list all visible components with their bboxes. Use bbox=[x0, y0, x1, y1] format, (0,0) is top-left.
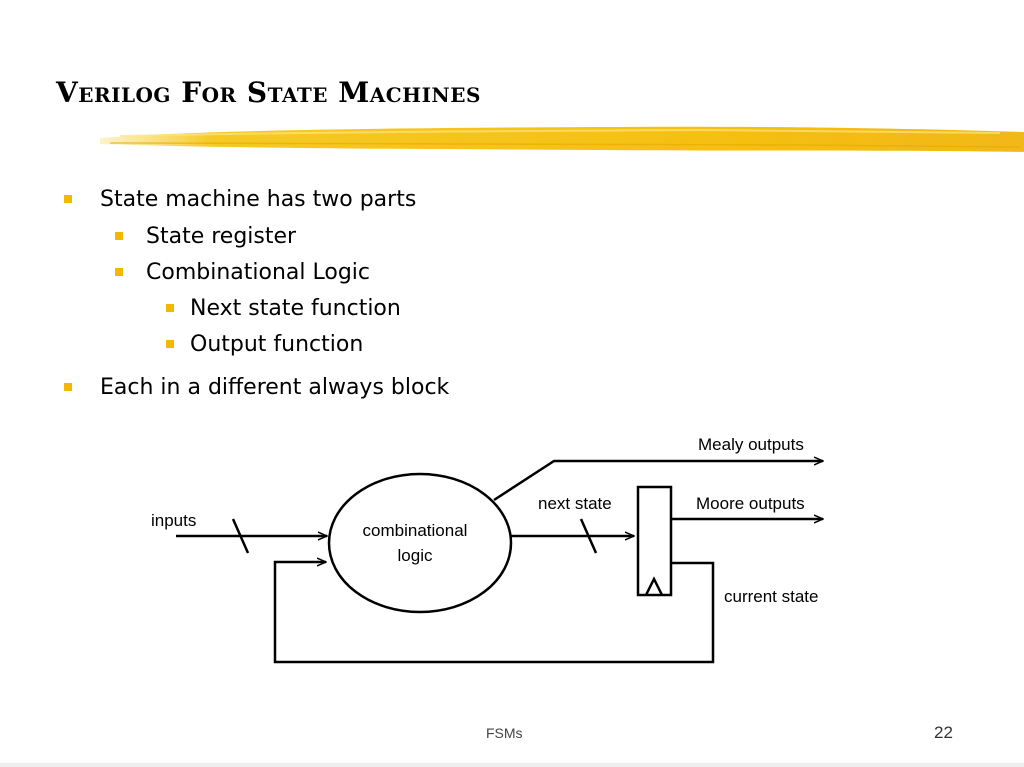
inputs-label: inputs bbox=[151, 511, 197, 530]
current-state-feedback-wire bbox=[273, 562, 715, 664]
bullet-text: Each in a different always block bbox=[100, 375, 450, 400]
bullet-marker bbox=[64, 383, 72, 391]
bullet-item: Output function bbox=[166, 331, 364, 359]
mealy-output-wire bbox=[493, 461, 823, 502]
bullet-text: State register bbox=[146, 224, 297, 249]
next-state-label: next state bbox=[538, 494, 612, 513]
bullet-item: State machine has two parts bbox=[64, 186, 417, 214]
bullet-marker bbox=[115, 268, 123, 276]
logic-label-line1: combinational bbox=[362, 521, 468, 540]
slide-title: Verilog For State Machines bbox=[56, 76, 481, 109]
bullet-marker bbox=[115, 232, 123, 240]
bullet-item: Combinational Logic bbox=[115, 259, 370, 287]
logic-label-line2: logic bbox=[397, 546, 433, 565]
bullet-text: Output function bbox=[190, 332, 364, 357]
bullet-marker bbox=[64, 195, 72, 203]
clock-triangle-icon bbox=[644, 576, 664, 596]
bullet-item: Next state function bbox=[166, 295, 401, 323]
bullet-text: State machine has two parts bbox=[100, 187, 417, 212]
combinational-logic-block bbox=[327, 472, 513, 614]
bullet-text: Next state function bbox=[190, 296, 401, 321]
bullet-list: State machine has two parts State regist… bbox=[64, 186, 450, 402]
state-register bbox=[636, 485, 673, 597]
bottom-rule bbox=[0, 763, 1024, 767]
title-underline-brush bbox=[100, 126, 1024, 152]
bullet-item: Each in a different always block bbox=[64, 374, 450, 402]
next-state-bus-slash bbox=[579, 518, 598, 554]
footer-title: FSMs bbox=[486, 725, 523, 741]
page-number: 22 bbox=[934, 723, 953, 742]
bullet-marker bbox=[166, 340, 174, 348]
mealy-outputs-label: Mealy outputs bbox=[698, 435, 804, 454]
bullet-item: State register bbox=[115, 223, 297, 251]
inputs-bus-slash bbox=[231, 518, 250, 554]
moore-outputs-label: Moore outputs bbox=[696, 494, 805, 513]
bullet-text: Combinational Logic bbox=[146, 260, 370, 285]
current-state-label: current state bbox=[724, 587, 819, 606]
bullet-marker bbox=[166, 304, 174, 312]
